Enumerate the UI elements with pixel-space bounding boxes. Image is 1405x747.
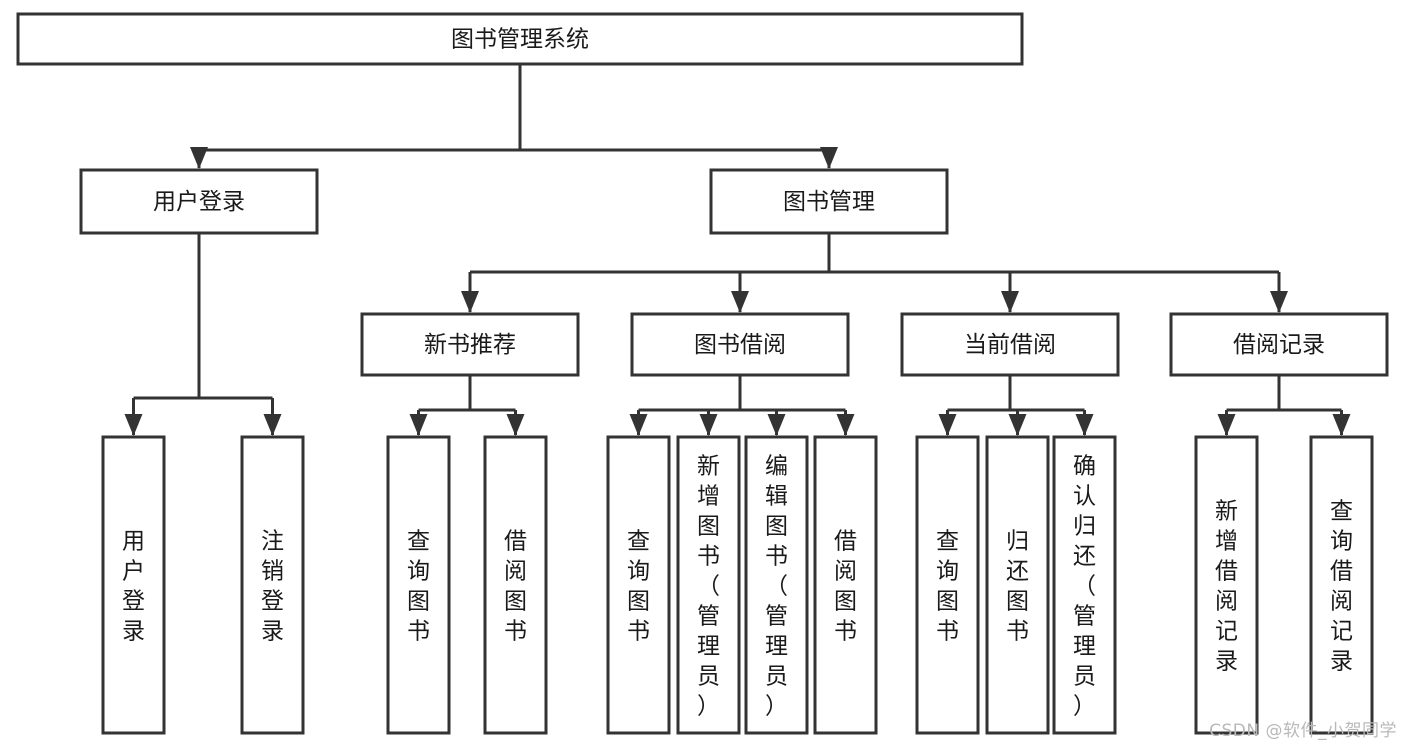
edge-currentborrow-arrow-1 bbox=[1008, 414, 1027, 436]
edge-bookborrow-arrow-3 bbox=[836, 414, 855, 436]
node-leaf-user-login[interactable]: 用户登录 bbox=[101, 435, 166, 735]
node-label-new-book-recommend: 新书推荐 bbox=[424, 332, 516, 358]
node-box-borrow-record bbox=[1169, 312, 1389, 377]
node-box-root bbox=[16, 12, 1024, 66]
edge-userlogin-arrow-0 bbox=[124, 414, 143, 436]
node-box-new-book-recommend bbox=[360, 312, 580, 377]
edge-bookborrow-arrow-2 bbox=[767, 414, 786, 436]
node-box-leaf-logout bbox=[240, 435, 305, 735]
node-leaf-query-book-2[interactable]: 查询图书 bbox=[606, 435, 671, 735]
node-leaf-query-record[interactable]: 查询借阅记录 bbox=[1309, 435, 1374, 735]
edge-root-arrow-0 bbox=[190, 147, 208, 169]
node-box-leaf-borrow-book-1 bbox=[483, 435, 548, 735]
node-box-leaf-borrow-book-2 bbox=[813, 435, 878, 735]
node-label-leaf-query-book-3: 查询图书 bbox=[936, 528, 959, 644]
edge-bookmanage-arrow-3 bbox=[1270, 291, 1288, 313]
edge-root-arrow-1 bbox=[820, 147, 838, 169]
node-leaf-logout[interactable]: 注销登录 bbox=[240, 435, 305, 735]
node-box-book-manage bbox=[709, 168, 949, 235]
edge-userlogin-arrow-1 bbox=[263, 414, 282, 436]
node-leaf-borrow-book-1[interactable]: 借阅图书 bbox=[483, 435, 548, 735]
node-box-user-login bbox=[79, 168, 319, 235]
csdn-watermark: CSDN @软件_小贺同学 bbox=[1209, 721, 1397, 741]
node-box-book-borrow bbox=[630, 312, 850, 377]
node-box-leaf-add-book bbox=[676, 435, 741, 735]
node-book-borrow[interactable]: 图书借阅 bbox=[630, 312, 850, 377]
node-leaf-add-book[interactable]: 新增图书（管理员） bbox=[676, 435, 741, 735]
node-box-leaf-query-record bbox=[1309, 435, 1374, 735]
node-leaf-edit-book[interactable]: 编辑图书（管理员） bbox=[744, 435, 809, 735]
edge-newbook-arrow-0 bbox=[409, 414, 428, 436]
node-book-manage[interactable]: 图书管理 bbox=[709, 168, 949, 235]
node-box-current-borrow bbox=[900, 312, 1120, 377]
node-label-borrow-record: 借阅记录 bbox=[1233, 332, 1325, 358]
node-label-leaf-borrow-book-2: 借阅图书 bbox=[834, 528, 857, 644]
node-leaf-return-book[interactable]: 归还图书 bbox=[985, 435, 1050, 735]
node-label-leaf-user-login: 用户登录 bbox=[122, 528, 145, 644]
node-leaf-query-book-1[interactable]: 查询图书 bbox=[386, 435, 451, 735]
node-user-login[interactable]: 用户登录 bbox=[79, 168, 319, 235]
connector-layer bbox=[124, 64, 1351, 436]
node-label-leaf-borrow-book-1: 借阅图书 bbox=[504, 528, 527, 644]
node-label-user-login: 用户登录 bbox=[153, 189, 245, 215]
edge-currentborrow-arrow-0 bbox=[938, 414, 957, 436]
node-box-leaf-confirm-return bbox=[1052, 435, 1117, 735]
node-current-borrow[interactable]: 当前借阅 bbox=[900, 312, 1120, 377]
edge-currentborrow-arrow-2 bbox=[1075, 414, 1094, 436]
node-box-leaf-edit-book bbox=[744, 435, 809, 735]
node-label-current-borrow: 当前借阅 bbox=[964, 332, 1056, 358]
node-label-leaf-edit-book: 编辑图书（管理员） bbox=[765, 453, 788, 719]
node-box-leaf-query-book-1 bbox=[386, 435, 451, 735]
node-box-leaf-add-record bbox=[1194, 435, 1259, 735]
node-box-leaf-user-login bbox=[101, 435, 166, 735]
node-label-leaf-confirm-return: 确认归还（管理员） bbox=[1073, 453, 1096, 719]
node-root[interactable]: 图书管理系统 bbox=[16, 12, 1024, 66]
edge-bookmanage-arrow-2 bbox=[1001, 291, 1019, 313]
edge-bookmanage-arrow-0 bbox=[461, 291, 479, 313]
node-leaf-query-book-3[interactable]: 查询图书 bbox=[915, 435, 980, 735]
node-label-leaf-return-book: 归还图书 bbox=[1006, 528, 1029, 644]
node-label-book-manage: 图书管理 bbox=[783, 189, 875, 215]
edge-bookmanage-arrow-1 bbox=[731, 291, 749, 313]
node-label-leaf-logout: 注销登录 bbox=[261, 528, 284, 644]
node-box-leaf-query-book-3 bbox=[915, 435, 980, 735]
node-label-leaf-query-record: 查询借阅记录 bbox=[1330, 498, 1353, 674]
node-label-leaf-query-book-2: 查询图书 bbox=[627, 528, 650, 644]
node-label-leaf-add-record: 新增借阅记录 bbox=[1215, 498, 1238, 674]
node-borrow-record[interactable]: 借阅记录 bbox=[1169, 312, 1389, 377]
node-leaf-confirm-return[interactable]: 确认归还（管理员） bbox=[1052, 435, 1117, 735]
node-box-leaf-query-book-2 bbox=[606, 435, 671, 735]
node-box-leaf-return-book bbox=[985, 435, 1050, 735]
edge-bookborrow-arrow-0 bbox=[629, 414, 648, 436]
node-leaf-borrow-book-2[interactable]: 借阅图书 bbox=[813, 435, 878, 735]
node-layer: 图书管理系统用户登录图书管理新书推荐图书借阅当前借阅借阅记录用户登录注销登录查询… bbox=[16, 12, 1389, 735]
node-label-book-borrow: 图书借阅 bbox=[694, 332, 786, 358]
edge-newbook-arrow-1 bbox=[506, 414, 525, 436]
node-label-leaf-query-book-1: 查询图书 bbox=[407, 528, 430, 644]
node-label-leaf-add-book: 新增图书（管理员） bbox=[697, 453, 720, 719]
node-leaf-add-record[interactable]: 新增借阅记录 bbox=[1194, 435, 1259, 735]
node-new-book-recommend[interactable]: 新书推荐 bbox=[360, 312, 580, 377]
edge-borrowrecord-arrow-1 bbox=[1332, 414, 1351, 436]
edge-bookborrow-arrow-1 bbox=[699, 414, 718, 436]
node-label-root: 图书管理系统 bbox=[451, 27, 589, 53]
edge-borrowrecord-arrow-0 bbox=[1217, 414, 1236, 436]
